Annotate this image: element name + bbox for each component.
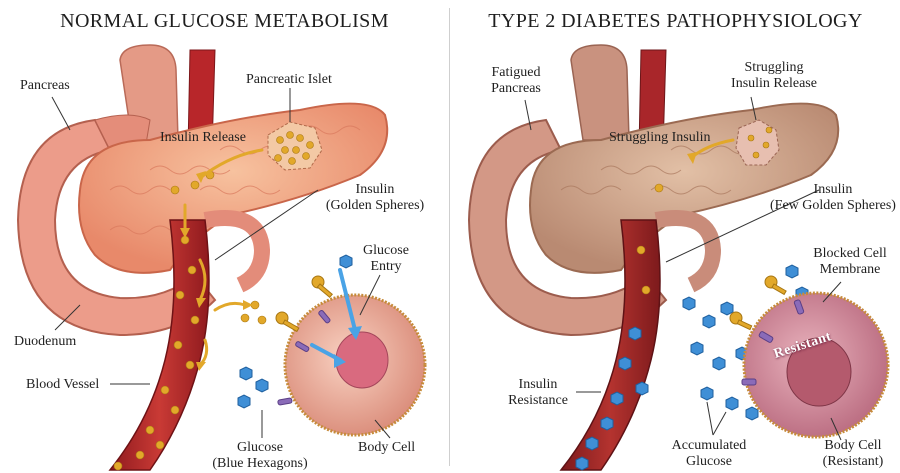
label-insulin-release: Insulin Release (160, 130, 246, 146)
normal-metabolism-panel: NORMAL GLUCOSE METABOLISM (0, 0, 449, 473)
label-fatigued-pancreas: Fatigued Pancreas (481, 65, 551, 97)
label-accumulated-line1: Accumulated (659, 438, 759, 454)
label-insulin-few-line2: (Few Golden Spheres) (769, 198, 897, 214)
label-pancreatic-islet: Pancreatic Islet (246, 72, 332, 88)
label-blocked-line2: Membrane (806, 262, 894, 278)
label-insulin-line1: Insulin (320, 182, 430, 198)
label-blocked-line1: Blocked Cell (806, 246, 894, 262)
panel-divider (449, 8, 450, 466)
label-accumulated-glucose: Accumulated Glucose (659, 438, 759, 470)
label-insulin: Insulin (Golden Spheres) (320, 182, 430, 214)
label-insulin-few-line1: Insulin (769, 182, 897, 198)
label-blood-vessel: Blood Vessel (26, 377, 99, 393)
diabetes-panel: TYPE 2 DIABETES PATHOPHYSIOLOGY (451, 0, 900, 473)
label-insulin-line2: (Golden Spheres) (320, 198, 430, 214)
label-fatigued-line2: Pancreas (481, 81, 551, 97)
label-blocked-membrane: Blocked Cell Membrane (806, 246, 894, 278)
label-glucose-entry-line2: Entry (358, 259, 414, 275)
label-body-cell: Body Cell (358, 440, 415, 456)
label-glucose-entry: Glucose Entry (358, 243, 414, 275)
label-struggling-insulin: Struggling Insulin (609, 130, 711, 146)
resistant-body-cell (744, 293, 888, 437)
label-struggling-release-line1: Struggling (719, 60, 829, 76)
label-accumulated-line2: Glucose (659, 454, 759, 470)
label-duodenum: Duodenum (14, 334, 76, 350)
normal-illustration (0, 0, 449, 473)
label-body-cell-resistant: Body Cell (Resistant) (813, 438, 893, 470)
label-insulin-resistance: Insulin Resistance (501, 377, 575, 409)
label-glucose-line1: Glucose (200, 440, 320, 456)
label-body-cell-line2: (Resistant) (813, 454, 893, 470)
label-glucose-entry-line1: Glucose (358, 243, 414, 259)
label-struggling-release: Struggling Insulin Release (719, 60, 829, 92)
label-insulin-few: Insulin (Few Golden Spheres) (769, 182, 897, 214)
label-resistance-line1: Insulin (501, 377, 575, 393)
label-resistance-line2: Resistance (501, 393, 575, 409)
label-glucose: Glucose (Blue Hexagons) (200, 440, 320, 472)
label-body-cell-line1: Body Cell (813, 438, 893, 454)
body-cell (285, 295, 425, 435)
label-fatigued-line1: Fatigued (481, 65, 551, 81)
label-struggling-release-line2: Insulin Release (719, 76, 829, 92)
label-pancreas: Pancreas (20, 78, 70, 94)
label-glucose-line2: (Blue Hexagons) (200, 456, 320, 472)
